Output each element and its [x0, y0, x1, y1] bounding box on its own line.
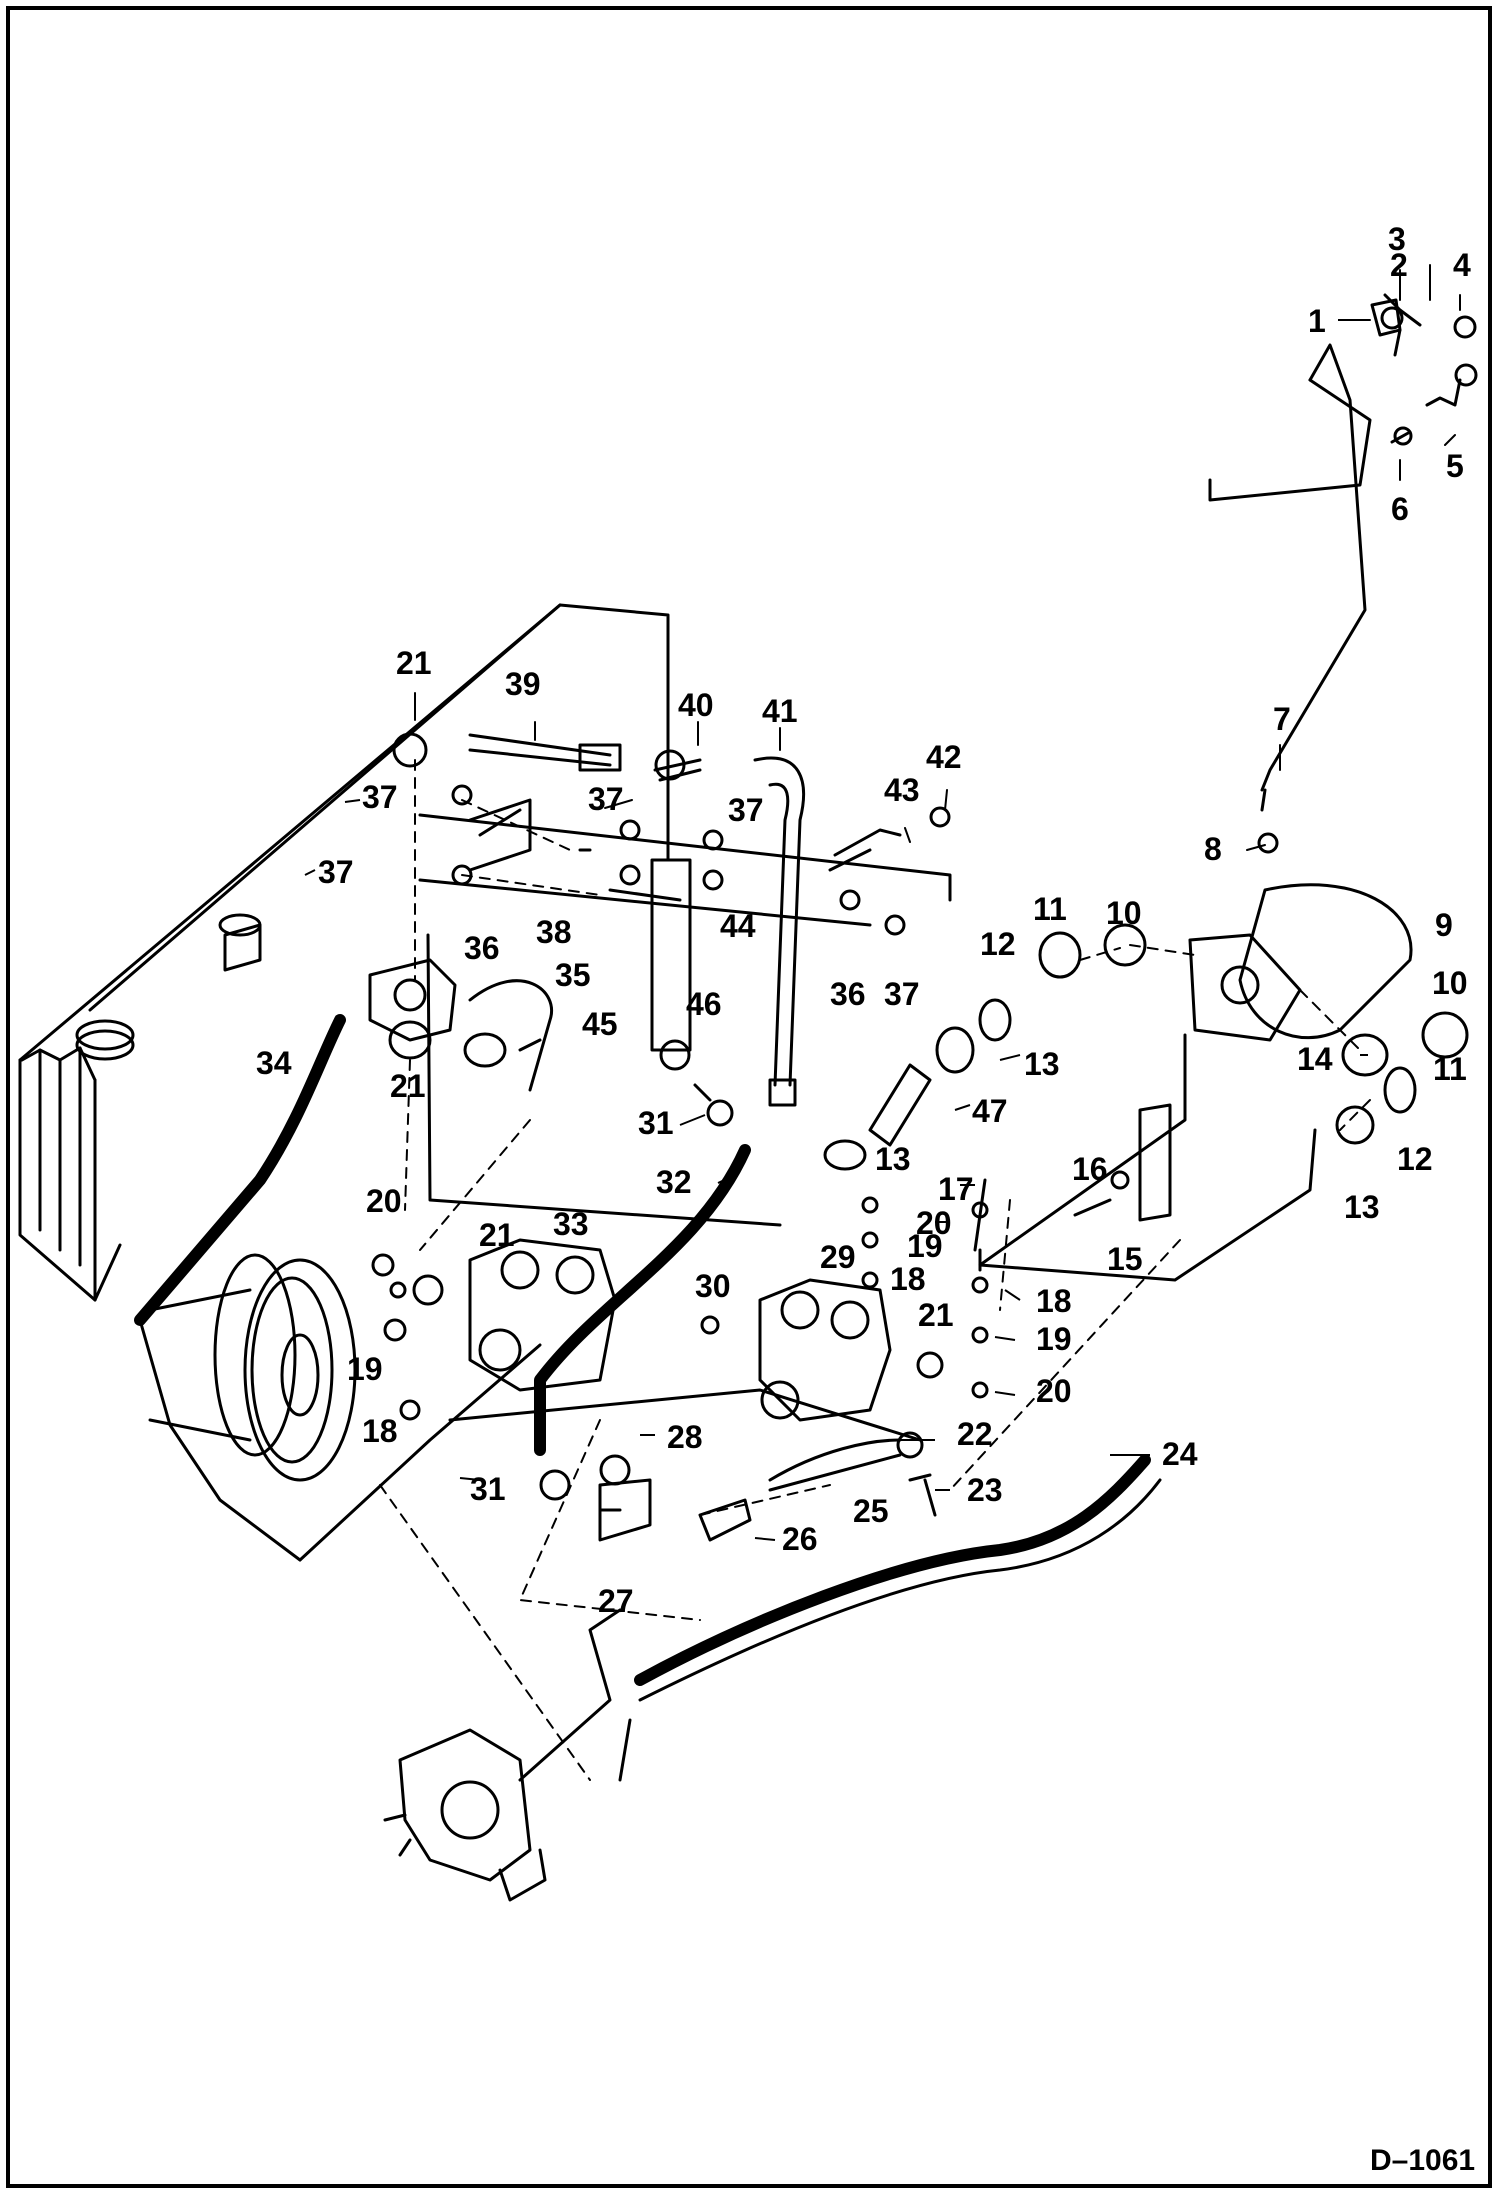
callout-32: 32: [656, 1164, 692, 1200]
callout-21b: 21: [390, 1068, 426, 1104]
drawing-number: D–1061: [1370, 2144, 1475, 2177]
control-valve-left: [448, 1238, 922, 1442]
callout-9: 9: [1435, 907, 1453, 943]
callout-17: 17: [938, 1171, 974, 1207]
callout-25: 25: [853, 1493, 889, 1529]
callout-29: 29: [820, 1239, 856, 1275]
callout-21d: 21: [918, 1297, 954, 1333]
callout-15: 15: [1107, 1241, 1143, 1277]
callout-11b: 11: [1433, 1051, 1467, 1087]
callout-46: 46: [686, 986, 722, 1022]
callout-19c: 19: [347, 1351, 383, 1387]
callout-34: 34: [256, 1045, 292, 1081]
callout-24: 24: [1162, 1436, 1198, 1472]
callout-21c: 21: [479, 1217, 515, 1253]
callout-39: 39: [505, 666, 541, 702]
callout-31b: 31: [470, 1471, 506, 1507]
callout-13b: 13: [875, 1141, 911, 1177]
filter-assembly: [978, 883, 1413, 1282]
callout-31a: 31: [638, 1105, 674, 1141]
callout-20a: 20: [366, 1183, 402, 1219]
callout-14: 14: [1297, 1041, 1333, 1077]
callout-2: 2: [1390, 247, 1408, 283]
callout-43: 43: [884, 772, 920, 808]
callout-37a: 37: [362, 779, 398, 815]
callout-8: 8: [1204, 831, 1222, 867]
callout-36a: 36: [464, 930, 500, 966]
callout-33: 33: [553, 1206, 589, 1242]
callout-5: 5: [1446, 448, 1464, 484]
hoses: [134, 1014, 1151, 1686]
callout-37d: 37: [728, 792, 764, 828]
callout-35: 35: [555, 957, 591, 993]
callout-21a: 21: [396, 645, 432, 681]
relief-valve: [368, 958, 457, 1042]
tank-body: [18, 603, 952, 1562]
callout-18c: 18: [362, 1413, 398, 1449]
callout-41: 41: [762, 693, 798, 729]
callout-26: 26: [782, 1521, 818, 1557]
callout-19a: 19: [907, 1228, 943, 1264]
callout-44: 44: [720, 908, 756, 944]
callout-10b: 10: [1432, 965, 1468, 1001]
callout-42: 42: [926, 739, 962, 775]
drive-pulley: [148, 1253, 542, 1562]
callout-23: 23: [967, 1472, 1003, 1508]
tube-lines: [468, 343, 1372, 1107]
dashed-lines: [379, 759, 1371, 1781]
callout-22: 22: [957, 1416, 993, 1452]
page-border: [6, 6, 1492, 2188]
callout-13a: 13: [1024, 1046, 1060, 1082]
callout-37b: 37: [318, 854, 354, 890]
callout-6: 6: [1391, 491, 1409, 527]
callout-leader-ticks: [304, 319, 1368, 1541]
callout-20c: 20: [1036, 1373, 1072, 1409]
callout-36b: 36: [830, 976, 866, 1012]
callout-40: 40: [678, 687, 714, 723]
callout-16: 16: [1072, 1151, 1108, 1187]
callout-37c: 37: [588, 781, 624, 817]
callout-45: 45: [582, 1006, 618, 1042]
callout-12a: 12: [980, 926, 1016, 962]
callout-37e: 37: [884, 976, 920, 1012]
fittings: [371, 293, 1478, 1542]
control-valve-right: [758, 1278, 892, 1422]
callout-10a: 10: [1106, 895, 1142, 931]
callout-27: 27: [598, 1583, 634, 1619]
callout-28: 28: [667, 1419, 703, 1455]
callout-4: 4: [1453, 247, 1471, 283]
callout-3: 3: [1388, 221, 1406, 257]
callout-1: 1: [1308, 303, 1326, 339]
callout-19b: 19: [1036, 1321, 1072, 1357]
callout-7: 7: [1273, 701, 1291, 737]
callout-11a: 11: [1033, 891, 1067, 927]
callout-38: 38: [536, 914, 572, 950]
hydraulic-pump: [383, 1608, 632, 1902]
callout-30: 30: [695, 1268, 731, 1304]
callout-18a: 18: [890, 1261, 926, 1297]
callout-47: 47: [972, 1093, 1008, 1129]
callout-labels: 1 2 3 4 5 6 7 8 9 10 10 11 11 12 12 13 1…: [256, 221, 1471, 1619]
hose-24-outline: [638, 1478, 1162, 1702]
callout-13c: 13: [1344, 1189, 1380, 1225]
callout-18b: 18: [1036, 1283, 1072, 1319]
callout-12b: 12: [1397, 1141, 1433, 1177]
